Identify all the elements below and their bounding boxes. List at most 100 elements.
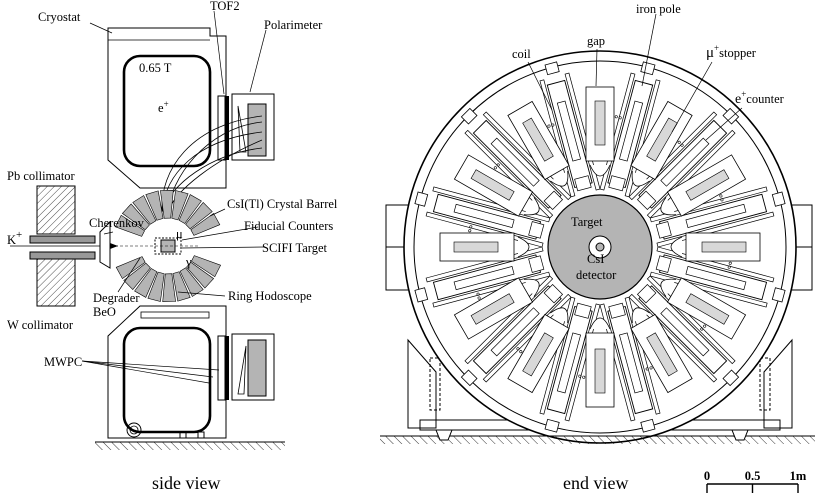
end-leaders [527, 13, 743, 141]
pole-insert [522, 332, 554, 377]
mu-stopper [608, 175, 626, 192]
pole-insert [594, 100, 606, 146]
e-counter [589, 164, 611, 177]
pole-insert [470, 169, 515, 201]
iron-pole [585, 86, 615, 177]
detector-slot [556, 332, 581, 394]
outer-bracket [544, 61, 560, 76]
bolt-hole [547, 124, 551, 128]
polarimeter [231, 93, 275, 161]
w-collimator-block [36, 257, 76, 307]
iron-pole [585, 317, 615, 408]
e-counter [517, 236, 530, 258]
upper-barrel-crystal [178, 194, 202, 224]
outer-bracket [771, 287, 786, 303]
csi-barrel-label: CsI(Tl) Crystal Barrel [227, 197, 338, 211]
lower-barrel-crystal [191, 255, 222, 278]
mu-stopper [574, 175, 592, 192]
bolt-hole [582, 375, 586, 379]
upper-barrel-crystal [121, 203, 150, 231]
iron-pole [670, 232, 761, 262]
kaon-label: K+ [7, 229, 22, 247]
pole-insert [594, 348, 606, 394]
mu-stopper [543, 283, 564, 304]
e-counter [670, 236, 683, 258]
lower-polarimeter [231, 333, 275, 401]
detector-slot [556, 100, 581, 162]
e-counter [660, 278, 677, 297]
end-ground [380, 436, 815, 444]
csi-barrel [114, 189, 222, 303]
beam-arrow [110, 243, 118, 249]
field-label: 0.65 T [139, 61, 172, 75]
gamma-label: γ [185, 255, 192, 269]
bolt-hole [476, 292, 480, 296]
cherenkov-label: Cherenkov [89, 216, 145, 230]
pb-collimator-block [36, 185, 76, 235]
detector-slot [660, 307, 710, 357]
e-counter [631, 307, 650, 324]
upper-barrel-crystal [114, 214, 145, 237]
outer-bracket [460, 369, 478, 387]
iron-pole [507, 307, 570, 394]
ring-hodoscope-label: Ring Hodoscope [228, 289, 312, 303]
bolt-hole [727, 265, 731, 269]
coil [646, 275, 736, 365]
side-view-caption: side view [152, 473, 220, 493]
iron-pole [439, 232, 530, 262]
bolt-hole [468, 229, 472, 233]
side-leaders [81, 10, 267, 384]
end-view-caption: end view [563, 473, 628, 493]
pole-insert [685, 293, 730, 325]
e-counter [550, 170, 569, 187]
bolt-hole [551, 123, 555, 127]
iron-pole [660, 277, 747, 340]
bolt-hole [720, 198, 724, 202]
target-core [595, 242, 605, 252]
e-counter [589, 317, 611, 330]
coil [646, 129, 736, 219]
tof2-label: TOF2 [210, 0, 240, 13]
pole-insert [470, 293, 515, 325]
side-ground [95, 442, 285, 450]
coil [464, 129, 554, 219]
e-counter [631, 170, 650, 187]
lower-barrel-crystal [147, 271, 165, 302]
bolt-hole [496, 163, 500, 167]
bolt-hole [719, 194, 723, 198]
e-counter [550, 307, 569, 324]
e-counter-label: e+counter [735, 89, 785, 107]
csi-label: CsI [587, 252, 604, 266]
lower-tof2 [217, 335, 229, 401]
upper-barrel-crystal [160, 189, 174, 219]
mu-stopper [655, 255, 672, 273]
detector-slot [619, 332, 644, 394]
detector-slot [453, 203, 515, 228]
e-counter [523, 197, 540, 216]
lower-cryostat [107, 305, 227, 439]
bolt-hole [614, 115, 618, 119]
lower-barrel-crystal [172, 271, 191, 302]
magnet-sector [460, 107, 572, 219]
mu-stopper-label: μ+stopper [706, 43, 757, 61]
tof2-counter [217, 95, 229, 161]
mu-stopper [636, 190, 657, 211]
polarimeter-label: Polarimeter [264, 18, 323, 32]
side-lugs [385, 204, 813, 291]
coil-label: coil [512, 47, 531, 61]
iron-pole [630, 307, 693, 394]
e-counter [660, 197, 677, 216]
iron-pole [507, 100, 570, 187]
beo-label: BeO [93, 305, 116, 319]
pb-collimator-label: Pb collimator [7, 169, 76, 183]
outer-bracket [460, 107, 478, 125]
detector-slot [660, 137, 710, 187]
bolt-hole [493, 166, 497, 170]
gap-label: gap [587, 34, 605, 48]
upper-barrel-crystal [185, 201, 213, 230]
target-label: Target [571, 215, 603, 229]
mu-stopper [574, 302, 592, 319]
iron-pole [453, 154, 540, 217]
